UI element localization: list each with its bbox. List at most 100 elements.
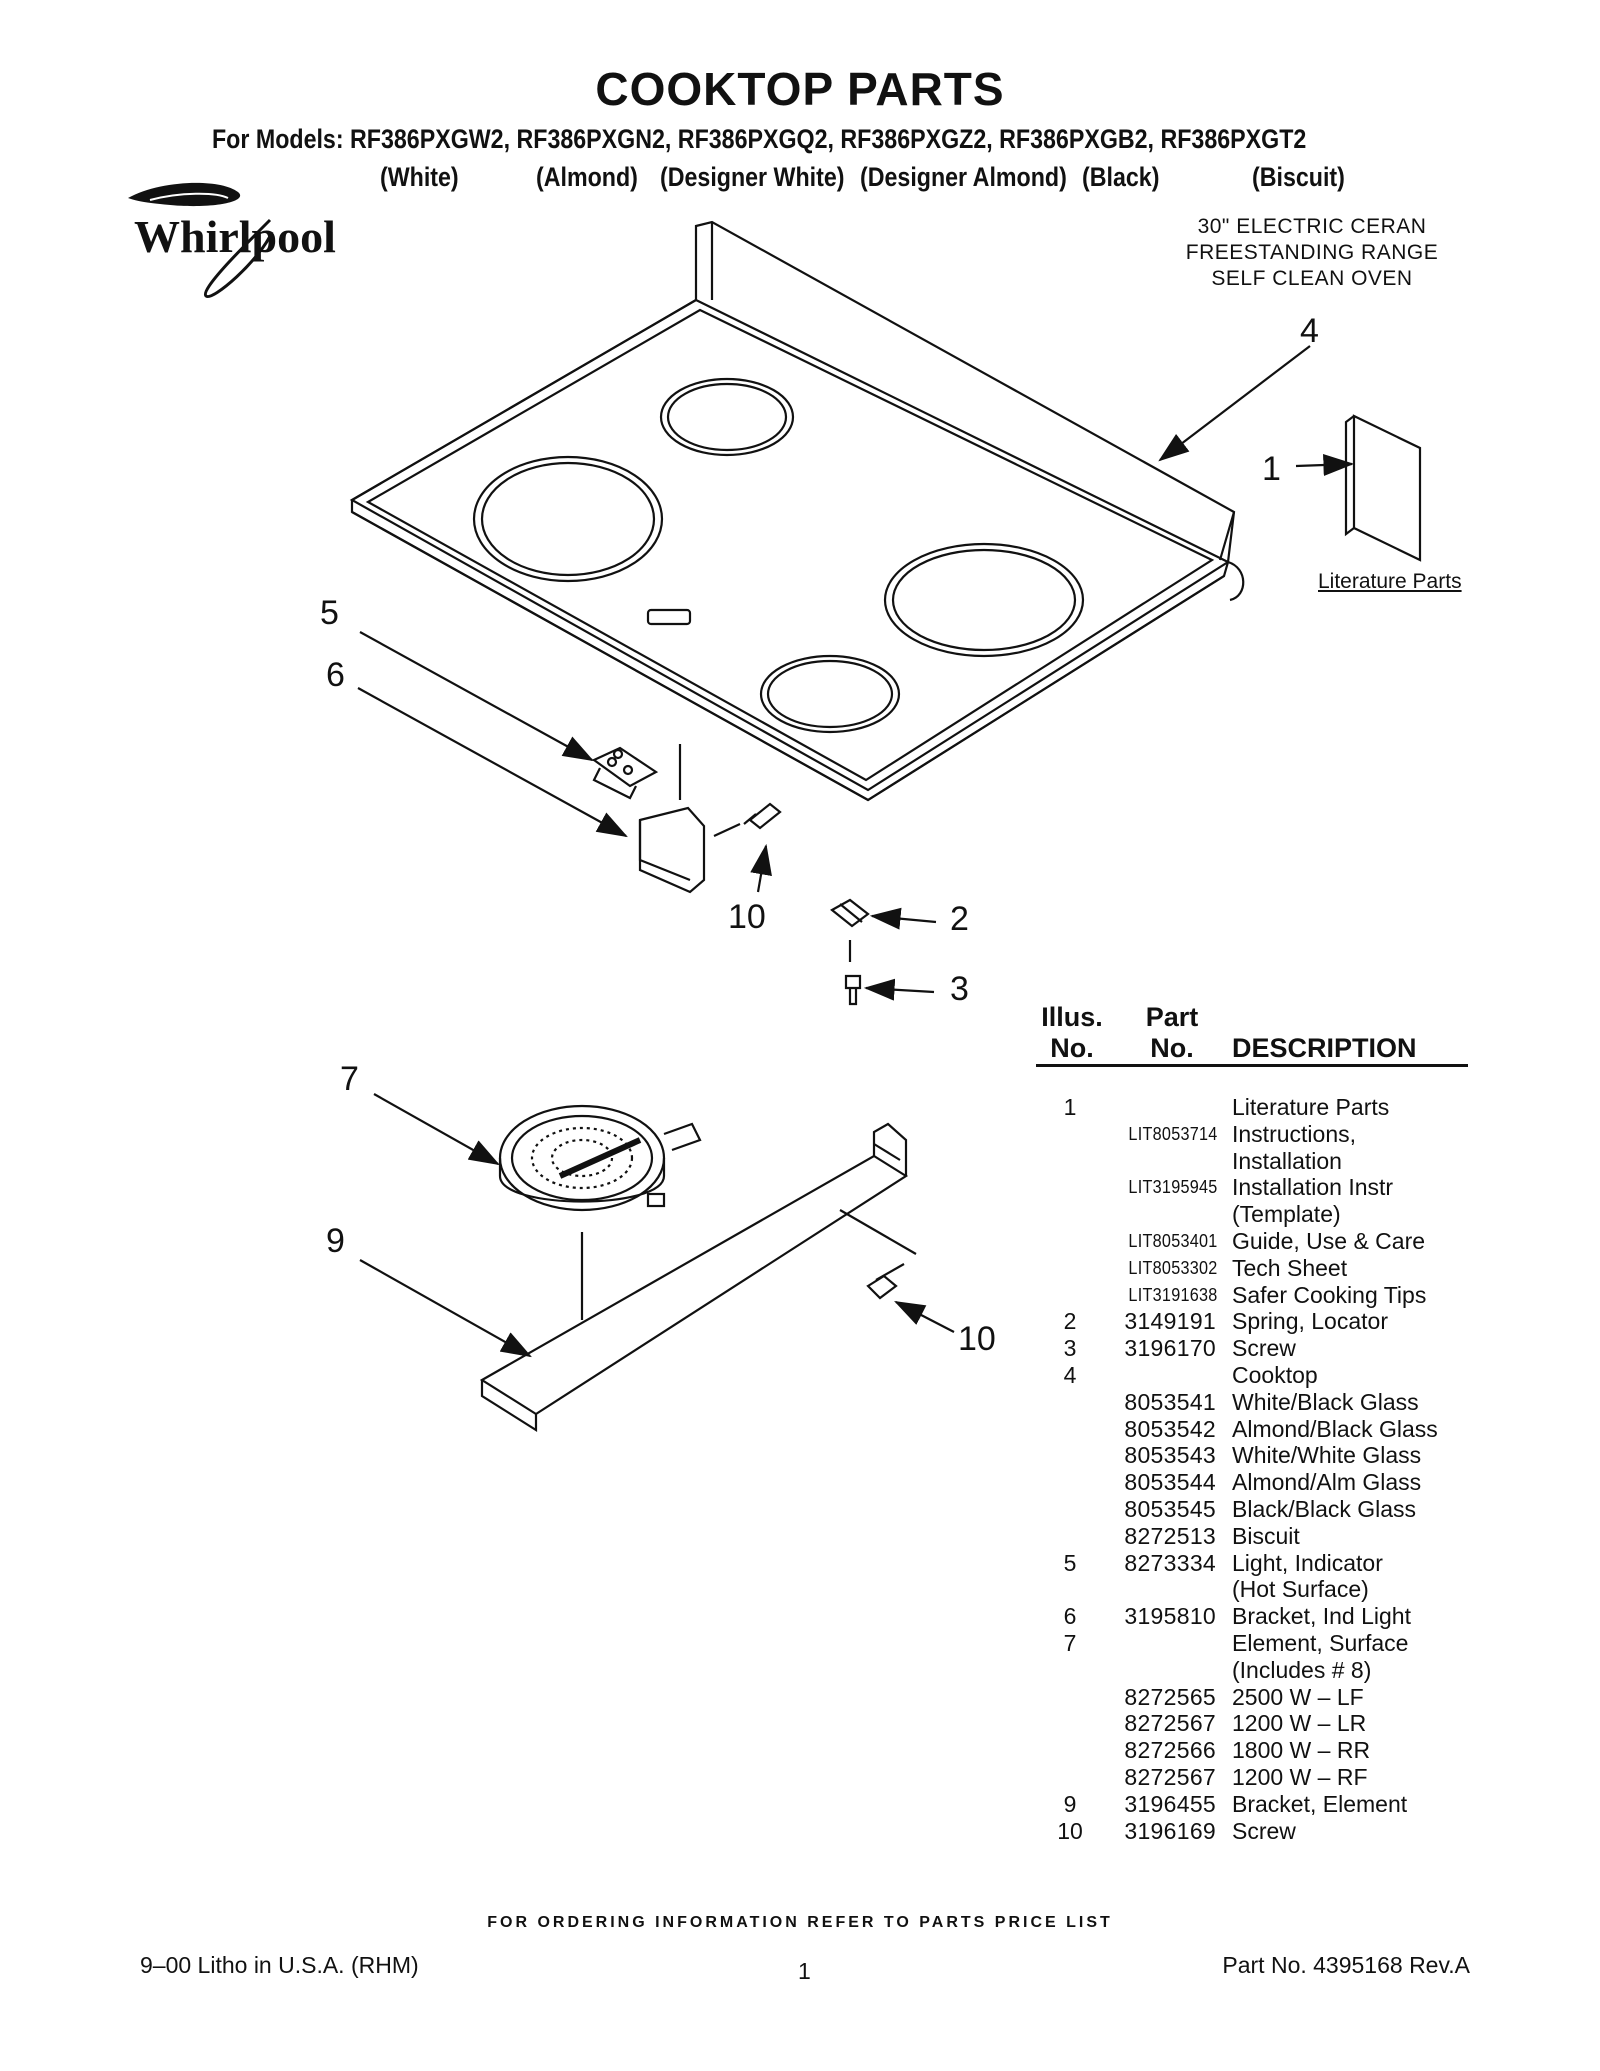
description-cell: Bracket, Element bbox=[1232, 1790, 1408, 1817]
description-cell: Safer Cooking Tips bbox=[1232, 1281, 1427, 1308]
description-cell: Almond/Alm Glass bbox=[1232, 1469, 1422, 1496]
color-designer-almond: (Designer Almond) bbox=[860, 162, 1067, 192]
callout-6: 6 bbox=[326, 656, 345, 694]
description-cell: Instructions, bbox=[1232, 1120, 1356, 1147]
cooktop-glass bbox=[349, 220, 1245, 802]
illus-no-cell bbox=[1036, 1684, 1104, 1711]
color-designer-white: (Designer White) bbox=[660, 162, 845, 192]
table-row: 10 3196169 Screw bbox=[1036, 1818, 1506, 1845]
illus-no-cell: 5 bbox=[1063, 1549, 1077, 1576]
part-no-cell: LIT8053401 bbox=[1128, 1230, 1218, 1251]
description-cell: Installation bbox=[1232, 1147, 1342, 1174]
color-black: (Black) bbox=[1082, 162, 1160, 192]
illus-no-cell: 10 bbox=[1057, 1817, 1083, 1844]
description-cell: Guide, Use & Care bbox=[1232, 1227, 1426, 1254]
callout-10-top: 10 bbox=[728, 898, 766, 936]
illus-no-cell bbox=[1036, 1576, 1104, 1603]
part-no-cell bbox=[1104, 1576, 1232, 1603]
table-row: LIT3195945 Installation Instr bbox=[1036, 1174, 1506, 1201]
part-no-cell: 3149191 bbox=[1124, 1308, 1216, 1335]
description-cell: Literature Parts bbox=[1232, 1094, 1390, 1120]
illus-no-cell: 2 bbox=[1063, 1308, 1077, 1335]
part-no-cell: 8053543 bbox=[1124, 1442, 1216, 1469]
header-illus-no: Illus. No. bbox=[1041, 1002, 1103, 1063]
part-no-cell: 3196170 bbox=[1124, 1335, 1216, 1362]
table-row: 8053543 White/White Glass bbox=[1036, 1442, 1506, 1469]
description-cell: 1800 W – RR bbox=[1232, 1737, 1371, 1764]
illus-no-cell: 6 bbox=[1063, 1603, 1077, 1630]
part-no-cell bbox=[1104, 1630, 1232, 1657]
light-bracket-icon bbox=[638, 806, 741, 894]
illus-no-cell bbox=[1036, 1523, 1104, 1550]
illus-no-cell bbox=[1036, 1469, 1104, 1496]
part-no-cell: 3196455 bbox=[1124, 1790, 1216, 1817]
part-no-cell: 3195810 bbox=[1124, 1603, 1216, 1630]
part-no-cell: 8272567 bbox=[1124, 1763, 1216, 1790]
callout-3: 3 bbox=[950, 970, 969, 1008]
illus-no-cell: 1 bbox=[1063, 1094, 1077, 1120]
description-cell: Screw bbox=[1232, 1335, 1296, 1362]
screw-icon-3 bbox=[844, 974, 862, 1006]
callout-4: 4 bbox=[1300, 312, 1319, 350]
part-no-cell bbox=[1104, 1201, 1232, 1228]
page-title: COOKTOP PARTS bbox=[595, 63, 1005, 115]
callout-10-bottom: 10 bbox=[958, 1320, 996, 1358]
table-row: LIT8053401 Guide, Use & Care bbox=[1036, 1228, 1506, 1255]
litho-info: 9–00 Litho in U.S.A. (RHM) bbox=[140, 1952, 419, 1978]
description-cell: White/White Glass bbox=[1232, 1442, 1422, 1469]
illus-no-cell: 3 bbox=[1063, 1335, 1077, 1362]
description-cell: (Includes # 8) bbox=[1232, 1656, 1372, 1683]
literature-booklet-icon bbox=[1344, 414, 1422, 562]
illus-no-cell bbox=[1036, 1121, 1104, 1148]
illus-no-cell: 4 bbox=[1063, 1361, 1077, 1388]
callout-5: 5 bbox=[320, 594, 339, 632]
screw-icon-top bbox=[743, 802, 782, 830]
description-cell: Installation Instr bbox=[1232, 1174, 1394, 1201]
description-cell: Biscuit bbox=[1232, 1522, 1300, 1549]
color-white: (White) bbox=[380, 162, 459, 192]
callout-2: 2 bbox=[950, 900, 969, 938]
description-cell: Almond/Black Glass bbox=[1232, 1415, 1438, 1442]
part-no-cell: LIT3191638 bbox=[1128, 1284, 1218, 1305]
illus-no-cell bbox=[1036, 1764, 1104, 1791]
description-cell: Screw bbox=[1232, 1817, 1296, 1844]
callout-1: 1 bbox=[1262, 450, 1281, 488]
table-row: (Hot Surface) bbox=[1036, 1576, 1506, 1603]
models-line: For Models: RF386PXGW2, RF386PXGN2, RF38… bbox=[212, 124, 1307, 154]
part-no-cell: LIT8053302 bbox=[1128, 1257, 1218, 1278]
header-description: DESCRIPTION bbox=[1232, 1033, 1417, 1063]
description-cell: Black/Black Glass bbox=[1232, 1495, 1417, 1522]
table-row: Installation bbox=[1036, 1148, 1506, 1175]
part-no-cell bbox=[1104, 1362, 1232, 1389]
part-no-cell bbox=[1104, 1657, 1232, 1684]
part-no-cell: 3196169 bbox=[1124, 1817, 1216, 1844]
spring-locator-icon bbox=[830, 898, 870, 962]
part-no-cell: LIT3195945 bbox=[1128, 1177, 1218, 1198]
description-cell: (Hot Surface) bbox=[1232, 1576, 1369, 1603]
table-row: (Includes # 8) bbox=[1036, 1657, 1506, 1684]
part-no-cell: 8272566 bbox=[1124, 1737, 1216, 1764]
screw-icon-bottom bbox=[866, 1263, 905, 1300]
illus-no-cell bbox=[1036, 1148, 1104, 1175]
description-cell: Element, Surface bbox=[1232, 1629, 1409, 1656]
part-no-cell: 8273334 bbox=[1124, 1549, 1216, 1576]
illus-no-cell bbox=[1036, 1710, 1104, 1737]
table-row: LIT3191638 Safer Cooking Tips bbox=[1036, 1282, 1506, 1309]
table-row: 1 Literature Parts bbox=[1036, 1094, 1506, 1121]
color-almond: (Almond) bbox=[536, 162, 638, 192]
range-desc-line-1: 30" ELECTRIC CERAN bbox=[1197, 215, 1427, 238]
table-row: (Template) bbox=[1036, 1201, 1506, 1228]
illus-no-cell bbox=[1036, 1496, 1104, 1523]
header-rule bbox=[1036, 1064, 1468, 1067]
surface-element-icon bbox=[498, 1104, 702, 1320]
